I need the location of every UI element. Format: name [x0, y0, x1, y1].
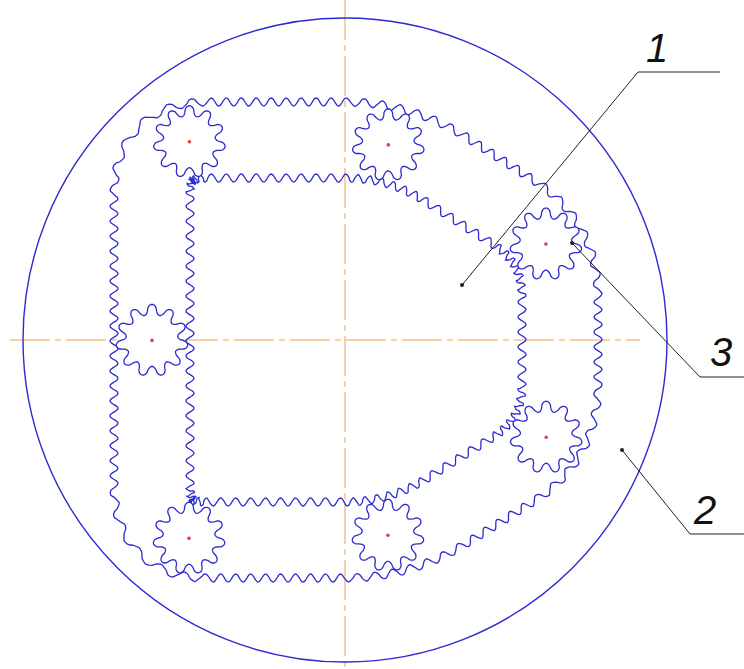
inner-member-profile — [186, 174, 526, 506]
gear-center — [187, 536, 191, 540]
leader-line — [622, 450, 744, 534]
planet-gear — [352, 499, 423, 570]
planet-gear — [154, 106, 225, 177]
planet-gear — [353, 109, 424, 180]
callout-number: 1 — [646, 26, 668, 70]
center-line — [345, 0, 346, 669]
leader-dot — [570, 241, 574, 245]
planet-gear — [116, 304, 187, 375]
housing-circle — [23, 18, 667, 662]
callout-number: 2 — [694, 488, 716, 532]
planet-gear — [153, 502, 224, 573]
leader-line — [462, 72, 720, 285]
planet-gear — [510, 208, 581, 279]
gear-center — [188, 140, 192, 144]
gear-center — [150, 339, 154, 343]
center-line — [10, 340, 640, 341]
planet-gear — [511, 401, 582, 472]
gear-center — [544, 242, 548, 246]
gear-center — [387, 143, 391, 147]
callout-number: 3 — [710, 330, 732, 374]
leader-dot — [460, 283, 464, 287]
gear-center — [386, 534, 390, 538]
gear-center — [544, 435, 548, 439]
gear-group — [110, 98, 602, 582]
leader-dot — [620, 448, 624, 452]
leader-line — [572, 243, 744, 377]
ring-gear-profile — [110, 98, 602, 582]
